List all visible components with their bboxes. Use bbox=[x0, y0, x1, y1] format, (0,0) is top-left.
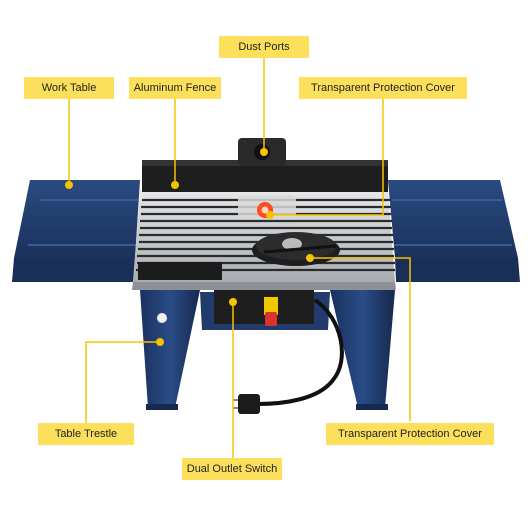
aluminum-fence bbox=[142, 138, 388, 219]
dust-ports-label: Dust Ports bbox=[219, 36, 309, 58]
protection-cover-bottom-label: Transparent Protection Cover bbox=[326, 423, 494, 445]
right-foot bbox=[356, 404, 388, 410]
table-trestle-label: Table Trestle bbox=[38, 423, 134, 445]
dual-outlet-switch-label: Dual Outlet Switch bbox=[182, 458, 282, 480]
protection-cover-bottom-dot bbox=[306, 254, 314, 262]
work-table-right-wing bbox=[388, 180, 520, 282]
table-trestle-dot bbox=[156, 338, 164, 346]
switch-cover bbox=[264, 297, 278, 315]
aluminum-fence-label: Aluminum Fence bbox=[129, 77, 221, 99]
dust-ports-dot bbox=[260, 148, 268, 156]
work-table-left-wing bbox=[12, 180, 140, 282]
work-table-dot bbox=[65, 181, 73, 189]
dual-outlet-switch-box bbox=[214, 290, 314, 326]
leg-hole bbox=[157, 313, 167, 323]
red-switch bbox=[265, 312, 277, 326]
power-plug bbox=[238, 394, 260, 414]
left-foot bbox=[146, 404, 178, 410]
protection-cover-top-dot bbox=[266, 211, 274, 219]
work-table-label: Work Table bbox=[24, 77, 114, 99]
dual-outlet-switch-dot bbox=[229, 298, 237, 306]
aluminum-fence-dot bbox=[171, 181, 179, 189]
power-cord bbox=[233, 298, 344, 414]
protection-cover-top-label: Transparent Protection Cover bbox=[299, 77, 467, 99]
